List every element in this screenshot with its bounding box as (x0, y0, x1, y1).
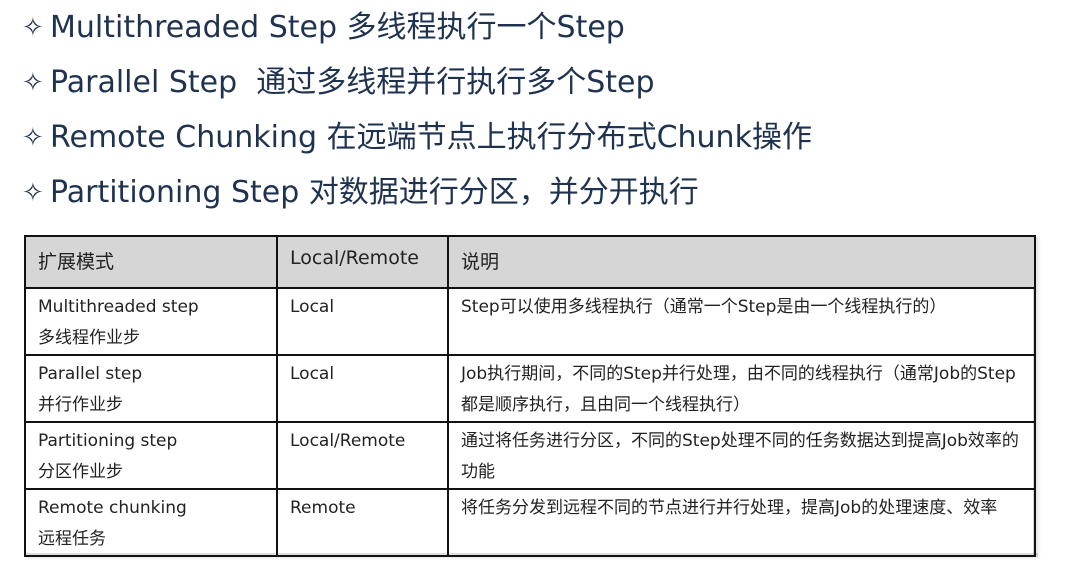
table-row: Remote chunking 远程任务 Remote 将任务分发到远程不同的节… (24, 488, 1036, 557)
mode-name: Multithreaded step (38, 297, 199, 317)
mode-cell: Remote chunking 远程任务 (24, 488, 278, 557)
mode-cell: Parallel step 并行作业步 (24, 354, 278, 423)
mode-name-cn: 分区作业步 (38, 462, 123, 482)
mode-cell: Multithreaded step 多线程作业步 (24, 287, 278, 356)
table-shadow-right (1033, 237, 1041, 557)
table-row: Parallel step 并行作业步 Local Job执行期间，不同的Ste… (24, 354, 1036, 423)
table-row: Multithreaded step 多线程作业步 Local Step可以使用… (24, 287, 1036, 356)
mode-name: Remote chunking (38, 498, 187, 518)
mode-name: Parallel step (38, 364, 143, 384)
mode-name-cn: 远程任务 (38, 529, 106, 549)
four-point-star-icon: ✧ (22, 122, 44, 153)
bullet-list: ✧ Multithreaded Step 多线程执行一个Step ✧ Paral… (22, 0, 1062, 220)
mode-name-cn: 多线程作业步 (38, 328, 140, 348)
description-cell: Step可以使用多线程执行（通常一个Step是由一个线程执行的） (447, 287, 1036, 356)
bullet-text: Remote Chunking 在远端节点上执行分布式Chunk操作 (50, 119, 812, 155)
table-row: Partitioning step 分区作业步 Local/Remote 通过将… (24, 421, 1036, 490)
bullet-item: ✧ Partitioning Step 对数据进行分区，并分开执行 (22, 165, 1062, 220)
table-header-row: 扩展模式 Local/Remote 说明 (24, 235, 1036, 289)
four-point-star-icon: ✧ (22, 67, 44, 98)
scope-cell: Local/Remote (276, 421, 449, 490)
mode-name: Partitioning step (38, 431, 178, 451)
scope-cell: Local (276, 354, 449, 423)
scope-cell: Remote (276, 488, 449, 557)
bullet-item: ✧ Parallel Step 通过多线程并行执行多个Step (22, 55, 1062, 110)
bullet-text: Parallel Step 通过多线程并行执行多个Step (50, 64, 655, 100)
bullet-item: ✧ Remote Chunking 在远端节点上执行分布式Chunk操作 (22, 110, 1062, 165)
four-point-star-icon: ✧ (22, 177, 44, 208)
header-scope: Local/Remote (276, 235, 449, 289)
mode-cell: Partitioning step 分区作业步 (24, 421, 278, 490)
bullet-text: Multithreaded Step 多线程执行一个Step (50, 9, 625, 45)
header-mode: 扩展模式 (24, 235, 278, 289)
scope-cell: Local (276, 287, 449, 356)
description-cell: Job执行期间，不同的Step并行处理，由不同的线程执行（通常Job的Step都… (447, 354, 1036, 423)
bullet-item: ✧ Multithreaded Step 多线程执行一个Step (22, 0, 1062, 55)
comparison-table-wrapper: 扩展模式 Local/Remote 说明 Multithreaded step … (24, 235, 1036, 557)
description-cell: 通过将任务进行分区，不同的Step处理不同的任务数据达到提高Job效率的功能 (447, 421, 1036, 490)
table-shadow-bottom (26, 553, 1038, 561)
comparison-table: 扩展模式 Local/Remote 说明 Multithreaded step … (24, 235, 1036, 557)
bullet-text: Partitioning Step 对数据进行分区，并分开执行 (50, 174, 699, 210)
mode-name-cn: 并行作业步 (38, 395, 123, 415)
description-cell: 将任务分发到远程不同的节点进行并行处理，提高Job的处理速度、效率 (447, 488, 1036, 557)
header-description: 说明 (447, 235, 1036, 289)
four-point-star-icon: ✧ (22, 12, 44, 43)
